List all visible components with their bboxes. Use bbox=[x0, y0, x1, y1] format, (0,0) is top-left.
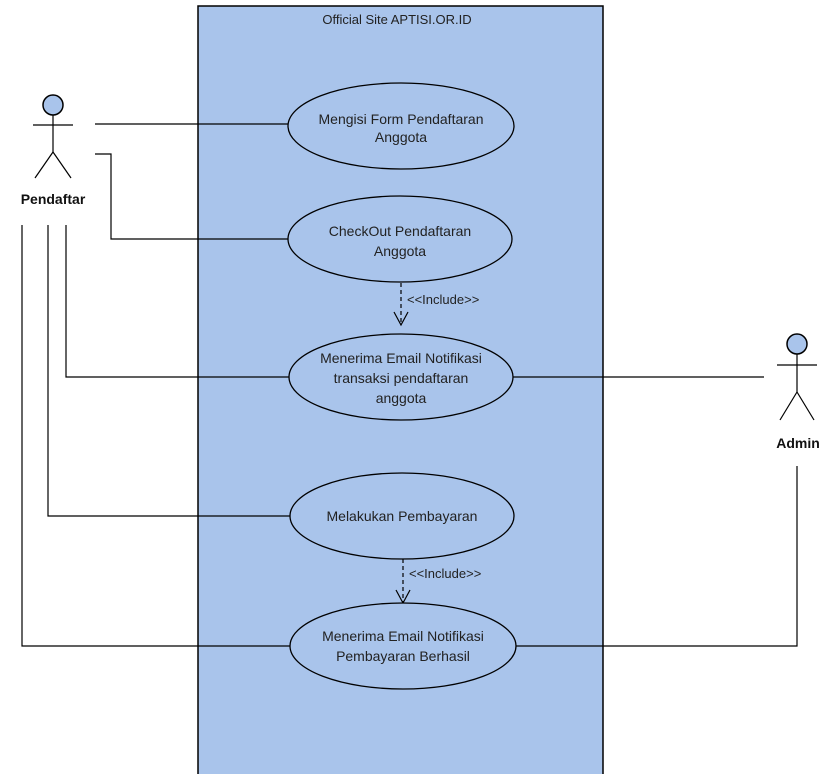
use-case-email-pembayaran-line2: Pembayaran Berhasil bbox=[336, 648, 470, 664]
use-case-checkout[interactable]: CheckOut Pendaftaran Anggota bbox=[287, 195, 513, 283]
actor-admin-leg-left bbox=[779, 391, 798, 421]
use-case-email-transaksi-line2: transaksi pendaftaran bbox=[334, 370, 469, 386]
actor-admin-head bbox=[786, 333, 808, 355]
use-case-pembayaran[interactable]: Melakukan Pembayaran bbox=[289, 472, 515, 560]
assoc-pendaftar-pembayaran bbox=[47, 225, 290, 517]
actor-pendaftar[interactable]: Pendaftar bbox=[21, 94, 86, 207]
include-label-2: <<Include>> bbox=[409, 566, 481, 581]
use-case-pembayaran-line1: Melakukan Pembayaran bbox=[327, 508, 478, 524]
actor-pendaftar-leg-left bbox=[34, 151, 54, 179]
use-case-email-transaksi-line1: Menerima Email Notifikasi bbox=[320, 350, 482, 366]
include-label-1: <<Include>> bbox=[407, 292, 479, 307]
use-case-email-pembayaran[interactable]: Menerima Email Notifikasi Pembayaran Ber… bbox=[289, 602, 517, 690]
assoc-pendaftar-email-pembayaran bbox=[21, 225, 290, 647]
use-case-email-transaksi[interactable]: Menerima Email Notifikasi transaksi pend… bbox=[288, 333, 514, 421]
use-case-checkout-line1: CheckOut Pendaftaran bbox=[329, 223, 471, 239]
actor-pendaftar-leg-right bbox=[52, 151, 72, 179]
system-title: Official Site APTISI.OR.ID bbox=[322, 12, 471, 27]
use-case-mengisi-form-line1: Mengisi Form Pendaftaran bbox=[319, 111, 484, 127]
use-case-email-transaksi-line3: anggota bbox=[376, 390, 427, 406]
assoc-pendaftar-email-transaksi bbox=[65, 225, 289, 378]
assoc-admin-email-pembayaran bbox=[516, 466, 798, 647]
use-case-checkout-line2: Anggota bbox=[374, 243, 426, 259]
actor-admin-leg-right bbox=[796, 391, 815, 421]
actor-admin[interactable]: Admin bbox=[776, 333, 820, 451]
actor-pendaftar-head bbox=[42, 94, 64, 116]
assoc-pendaftar-checkout bbox=[95, 153, 288, 240]
actor-admin-label: Admin bbox=[776, 435, 820, 451]
actor-pendaftar-label: Pendaftar bbox=[21, 191, 86, 207]
use-case-email-pembayaran-line1: Menerima Email Notifikasi bbox=[322, 628, 484, 644]
include-relation-2: <<Include>> bbox=[395, 559, 481, 605]
include-relation-1: <<Include>> bbox=[393, 283, 479, 327]
use-case-mengisi-form[interactable]: Mengisi Form Pendaftaran Anggota bbox=[287, 82, 515, 170]
use-case-mengisi-form-line2: Anggota bbox=[375, 129, 427, 145]
